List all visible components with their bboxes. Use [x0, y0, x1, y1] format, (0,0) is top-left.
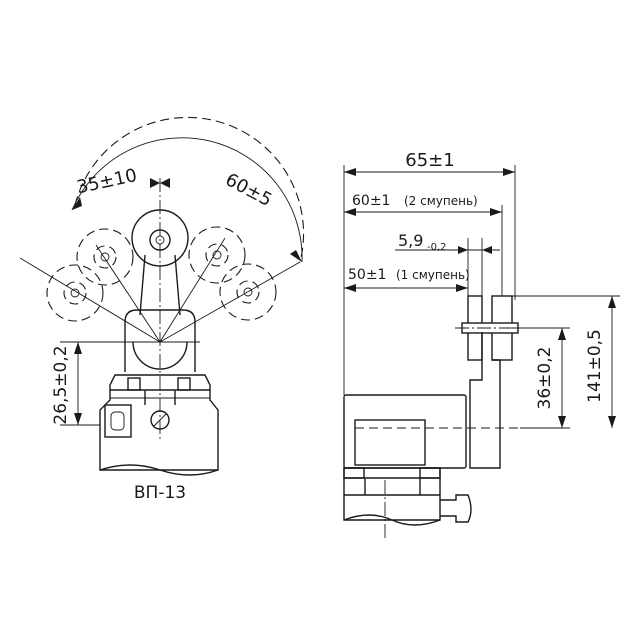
dim-height: 26,5±0,2	[51, 345, 71, 424]
swing-arc	[74, 116, 305, 263]
caption: ВП-13	[134, 483, 186, 503]
arrow-35-left	[72, 197, 82, 210]
left-view: 35±10 60±5 26,5±0,2 ВП-13	[19, 116, 305, 503]
actuator-head	[124, 309, 196, 372]
lever-side	[469, 332, 501, 469]
arrow-35-right	[150, 178, 160, 188]
angle-dimension-arc	[71, 137, 303, 263]
body-screw	[150, 410, 170, 430]
dim-stage1-value: 50±1	[348, 267, 386, 283]
side-boss	[440, 494, 472, 523]
main-roller	[131, 209, 189, 267]
right-break-line	[343, 514, 441, 526]
left-break-line	[99, 464, 219, 476]
dim-stage2-value: 60±1	[352, 193, 390, 209]
radial-line-b	[95, 244, 161, 343]
right-view: 65±1 60±1 (2 смупень) 5,9 -0,2 50±1 (1 с…	[343, 150, 620, 540]
radial-line-a	[19, 257, 161, 343]
main-roller-hub	[149, 229, 171, 251]
terminal-box	[104, 404, 132, 438]
dim-angle-2: 60±5	[222, 169, 276, 211]
radial-line-d	[159, 261, 301, 343]
right-upper-body	[343, 394, 467, 469]
arrow-60-left	[160, 178, 170, 188]
main-roller-axle	[155, 235, 165, 245]
right-lower-body	[343, 467, 441, 521]
roller-positions	[46, 226, 277, 322]
switch-body	[99, 374, 219, 471]
dim-stage1-note: (1 смупень)	[396, 268, 470, 282]
lever-arm	[139, 254, 181, 316]
dim-stage2-note: (2 смупень)	[404, 194, 478, 208]
radial-line-c	[159, 237, 226, 343]
dim-total-height: 141±0,5	[585, 329, 605, 403]
dim-axis-height: 36±0,2	[535, 347, 555, 410]
arrow-60-right	[290, 250, 302, 262]
dim-width: 65±1	[405, 150, 454, 171]
dim-roller-tol: -0,2	[427, 242, 447, 253]
actuator-cup	[132, 341, 188, 370]
dim-roller: 5,9	[398, 231, 423, 250]
dim-angle-1: 35±10	[75, 165, 139, 198]
